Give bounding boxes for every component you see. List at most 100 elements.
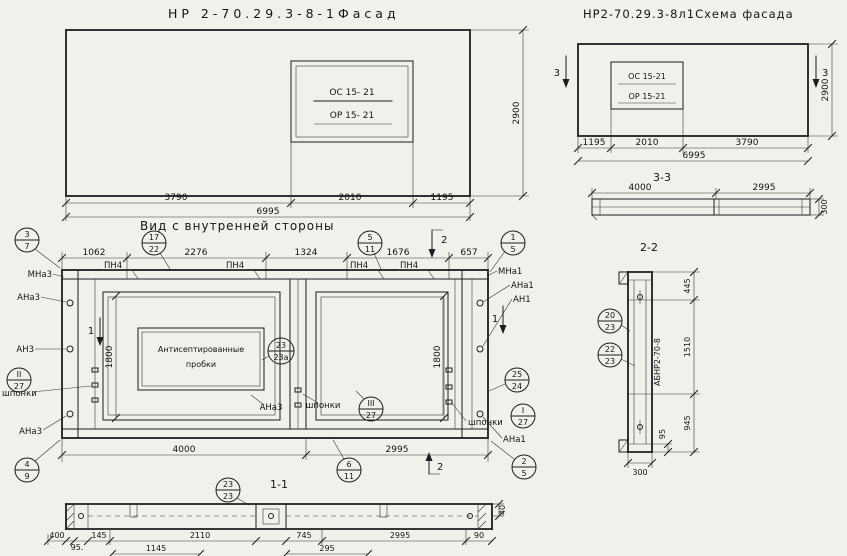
callout-bottom: 11	[344, 472, 354, 481]
schema-window-mark-1: ОС 15-21	[628, 72, 666, 81]
facade-dim-2010: 2010	[339, 193, 362, 203]
callout-top: 2	[521, 457, 526, 466]
callout-1-5: 1 5	[489, 230, 526, 273]
label-an1: АН1	[513, 295, 531, 305]
callout-top: II	[17, 370, 22, 379]
section-2-2-title: 2-2	[640, 241, 658, 254]
s11-dim-2110: 2110	[190, 531, 210, 540]
s22-dim-445: 445	[683, 278, 692, 293]
bolt	[268, 513, 274, 519]
inner-dim-1800-left: 1800	[105, 345, 115, 368]
s11-dim-40: 40	[498, 505, 507, 515]
plugs-label-line1: Антисептированные	[158, 345, 244, 354]
anchor-point	[476, 299, 484, 307]
section-3-3-title: 3-3	[653, 171, 671, 184]
label-ana3-mid: АНа3	[260, 403, 283, 413]
callout-bottom: 23	[605, 357, 615, 366]
callout-I-27: I 27	[510, 403, 536, 429]
facade-window-frame	[290, 60, 414, 143]
label-ana3-bottom: АНа3	[19, 427, 42, 437]
inner-view-title: Вид с внутренней стороны	[140, 219, 334, 233]
facade-view: НР 2-70.29.3-8-1Фасад ОС 15- 21 ОР 15- 2…	[62, 6, 529, 221]
label-shponki-right: шпонки	[468, 418, 503, 428]
callout-bottom: 27	[366, 411, 376, 420]
callout-top: 23	[223, 480, 233, 489]
callout-5-11: 5 11	[357, 230, 383, 270]
label-ana1-top: АНа1	[511, 281, 534, 291]
s33-dim-4000: 4000	[629, 183, 652, 193]
callout-top: 20	[605, 311, 615, 320]
schema-dim-3790: 3790	[736, 138, 759, 148]
section-mark-3-right: 3	[822, 68, 828, 79]
s11-dim-2995: 2995	[390, 531, 410, 540]
inner-dim-1800-right: 1800	[433, 345, 443, 368]
inner-dim-4000: 4000	[173, 445, 196, 455]
facade-window-mark-1: ОС 15- 21	[329, 88, 374, 98]
s22-dim-945: 945	[683, 415, 692, 430]
section-mark-2-bottom: 2	[437, 462, 443, 473]
s11-dim-295: 295	[319, 544, 334, 553]
label-mna3: МНа3	[28, 270, 52, 280]
section-1-1-title: 1-1	[270, 478, 288, 491]
facade-panel-outline	[65, 29, 471, 197]
section-1-1: 1-1 23 23 400 95. 145 2110 745 2995 90 1…	[44, 477, 507, 556]
facade-dim-3790: 3790	[165, 193, 188, 203]
callout-top: 4	[24, 460, 29, 469]
schema-panel-outline	[577, 43, 809, 137]
label-shponki-mid: шпонки	[306, 401, 341, 411]
section-mark-1-right: 1	[492, 314, 498, 325]
callout-23-23a: 23 23а	[261, 337, 295, 365]
s33-dim-300: 300	[820, 199, 829, 214]
facade-dim-total: 6995	[257, 207, 280, 217]
callout-bottom: 5	[521, 469, 526, 478]
callout-top: 3	[24, 230, 29, 239]
schema-title: НР2-70.29.3-8л1Схема фасада	[583, 7, 794, 21]
s22-dim-300: 300	[632, 468, 647, 477]
plugs-box	[137, 327, 265, 391]
section-2-2: 2-2 АБНР2-70-8 445 1510 945 95 300 20 23…	[597, 241, 700, 477]
schema-dim-2010: 2010	[636, 138, 659, 148]
key-mark	[294, 387, 302, 393]
callout-17-22: 17 22	[141, 230, 171, 270]
section-mark-1-left: 1	[88, 326, 94, 337]
callout-bottom: 23	[605, 323, 615, 332]
key-mark	[445, 367, 453, 373]
callout-bottom: 9	[24, 472, 29, 481]
inner-panel-outline	[61, 269, 489, 439]
anchor-point	[66, 410, 74, 418]
s11-dim-145: 145	[91, 531, 106, 540]
label-shponki-left: шпонки	[2, 389, 37, 399]
label-pn4-3: ПН4	[350, 261, 368, 271]
inner-dim-1676: 1676	[387, 248, 410, 258]
callout-II-27: II 27	[6, 367, 32, 393]
key-mark	[91, 382, 99, 388]
callout-bottom: 11	[365, 245, 375, 254]
callout-bottom: 27	[518, 418, 528, 427]
bolt	[78, 513, 84, 519]
callout-4-9: 4 9	[14, 439, 61, 483]
callout-22-23: 22 23	[597, 342, 636, 368]
s11-dim-90: 90	[474, 531, 484, 540]
callout-top: 1	[510, 233, 515, 242]
key-mark	[294, 402, 302, 408]
callout-top: 17	[149, 233, 159, 242]
label-ana3-top: АНа3	[17, 293, 40, 303]
schema-dim-height: 2900	[821, 78, 831, 101]
key-mark	[445, 399, 453, 405]
callout-20-23: 20 23	[597, 308, 631, 334]
anchor-point	[66, 345, 74, 353]
callout-bottom: 27	[14, 382, 24, 391]
label-pn4-1: ПН4	[104, 261, 122, 271]
s11-dim-1145: 1145	[146, 544, 166, 553]
callout-23-23: 23 23	[215, 477, 250, 506]
callout-top: I	[522, 406, 524, 415]
callout-top: 6	[346, 460, 351, 469]
callout-top: III	[367, 399, 374, 408]
callout-bottom: 23а	[273, 353, 288, 362]
schema-view: НР2-70.29.3-8л1Схема фасада ОС 15-21 ОР …	[554, 7, 838, 165]
inner-dim-2995: 2995	[386, 445, 409, 455]
schema-dim-1195: 1195	[583, 138, 606, 148]
inner-opening-left	[102, 291, 281, 421]
